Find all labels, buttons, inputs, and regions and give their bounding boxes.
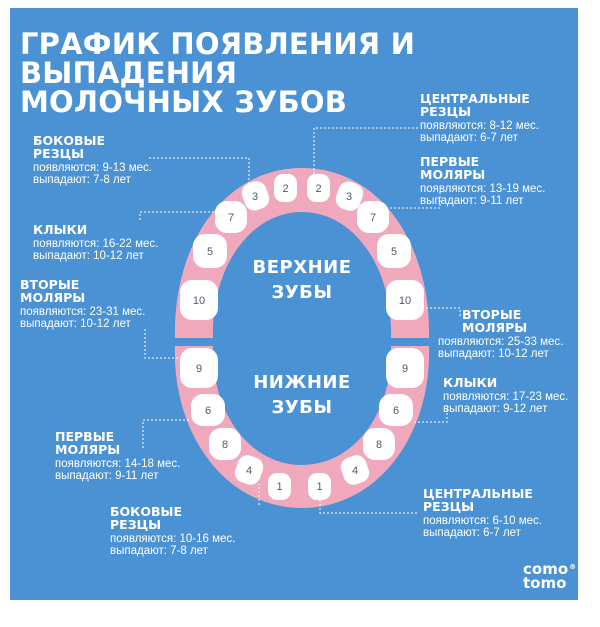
upper-tooth-central-right: 2 (307, 174, 330, 202)
lower-tooth-second-molar-left: 9 (180, 348, 218, 388)
svg-text:7: 7 (370, 212, 376, 224)
svg-text:8: 8 (376, 439, 382, 451)
page-title: ГРАФИК ПОЯВЛЕНИЯ И ВЫПАДЕНИЯ МОЛОЧНЫХ ЗУ… (20, 30, 578, 117)
title-line-2: МОЛОЧНЫХ ЗУБОВ (20, 85, 348, 119)
svg-text:2: 2 (315, 183, 321, 195)
svg-text:4: 4 (352, 465, 358, 477)
upper-tooth-canine-right: 5 (377, 234, 411, 268)
infographic-panel: ГРАФИК ПОЯВЛЕНИЯ И ВЫПАДЕНИЯ МОЛОЧНЫХ ЗУ… (10, 8, 578, 600)
svg-text:8: 8 (222, 439, 228, 451)
svg-text:10: 10 (399, 295, 411, 307)
lower-teeth: 9 9 6 6 8 8 4 (180, 348, 424, 500)
leader-lower-central (319, 500, 418, 514)
upper-jaw-label-2: ЗУБЫ (271, 282, 332, 303)
lower-tooth-canine-left: 8 (209, 428, 241, 460)
label-lower-central-incisors: ЦЕНТРАЛЬНЫЕ РЕЗЦЫ появляются: 6-10 мес. … (423, 486, 542, 539)
label-lower-canines: КЛЫКИ появляются: 17-23 мес. выпадают: 9… (443, 375, 569, 415)
svg-text:6: 6 (393, 405, 399, 417)
lower-tooth-first-molar-right: 6 (379, 394, 413, 426)
svg-text:1: 1 (276, 481, 282, 493)
upper-tooth-second-molar-left: 10 (180, 280, 218, 320)
svg-text:10: 10 (193, 295, 205, 307)
svg-text:5: 5 (391, 246, 397, 258)
leader-lines (139, 127, 461, 514)
label-upper-lateral-incisors: БОКОВЫЕ РЕЗЦЫ появляются: 9-13 мес. выпа… (33, 133, 152, 186)
svg-text:9: 9 (196, 363, 202, 375)
upper-teeth: 2 2 3 3 7 7 5 (180, 174, 424, 320)
label-upper-first-molars: ПЕРВЫЕ МОЛЯРЫ появляются: 13-19 мес. вып… (420, 154, 546, 207)
lower-tooth-canine-right: 8 (363, 428, 395, 460)
lower-jaw-label-2: ЗУБЫ (271, 397, 332, 418)
svg-text:3: 3 (252, 191, 258, 203)
label-upper-second-molars: ВТОРЫЕ МОЛЯРЫ появляются: 23-31 мес. вып… (20, 277, 146, 330)
svg-text:3: 3 (346, 191, 352, 203)
title-line-1: ГРАФИК ПОЯВЛЕНИЯ И ВЫПАДЕНИЯ (20, 27, 416, 90)
upper-tooth-central-left: 2 (274, 174, 297, 202)
leader-upper-first-molar (387, 192, 441, 209)
registered-mark: ® (569, 563, 577, 571)
label-upper-canines: КЛЫКИ появляются: 16-22 мес. выпадают: 1… (33, 222, 159, 262)
svg-text:5: 5 (207, 246, 213, 258)
svg-text:7: 7 (228, 212, 234, 224)
brand-logo: como tomo ® (523, 560, 577, 592)
leader-upper-lateral (149, 157, 250, 184)
leader-upper-second-molar (144, 329, 180, 359)
lower-tooth-lateral-left: 4 (234, 455, 264, 485)
leader-lower-first-molar (142, 419, 191, 448)
lower-tooth-central-right: 1 (308, 473, 331, 500)
leader-lower-canine (412, 405, 448, 423)
upper-tooth-first-molar-right: 7 (357, 201, 389, 233)
svg-text:4: 4 (246, 465, 252, 477)
upper-jaw-label-1: ВЕРХНИЕ (252, 257, 351, 278)
upper-tooth-second-molar-right: 10 (386, 280, 424, 320)
svg-text:2: 2 (282, 183, 288, 195)
leader-upper-central (313, 127, 418, 174)
label-upper-central-incisors: ЦЕНТРАЛЬНЫЕ РЕЗЦЫ появляются: 8-12 мес. … (420, 91, 539, 144)
upper-tooth-lateral-right: 3 (335, 181, 364, 211)
lower-tooth-second-molar-right: 9 (386, 348, 424, 388)
svg-text:1: 1 (316, 481, 322, 493)
teeth-diagram: 2 2 3 3 7 7 5 (139, 127, 461, 514)
lower-tooth-first-molar-left: 6 (191, 394, 225, 426)
svg-text:9: 9 (402, 363, 408, 375)
leader-upper-canine (139, 211, 214, 220)
label-lower-lateral-incisors: БОКОВЫЕ РЕЗЦЫ появляются: 10-16 мес. вып… (110, 504, 236, 557)
lower-tooth-lateral-right: 4 (340, 455, 370, 485)
lower-jaw-label-1: НИЖНИЕ (253, 372, 351, 393)
upper-tooth-lateral-left: 3 (241, 181, 270, 211)
label-lower-second-molars: ВТОРЫЕ МОЛЯРЫ появляются: 25-33 мес. вып… (438, 307, 564, 360)
upper-tooth-first-molar-left: 7 (215, 201, 247, 233)
lower-tooth-central-left: 1 (268, 473, 291, 500)
upper-tooth-canine-left: 5 (193, 234, 227, 268)
svg-text:6: 6 (205, 405, 211, 417)
label-lower-first-molars: ПЕРВЫЕ МОЛЯРЫ появляются: 14-18 мес. вып… (55, 429, 181, 482)
leader-lower-second-molar (424, 307, 461, 316)
